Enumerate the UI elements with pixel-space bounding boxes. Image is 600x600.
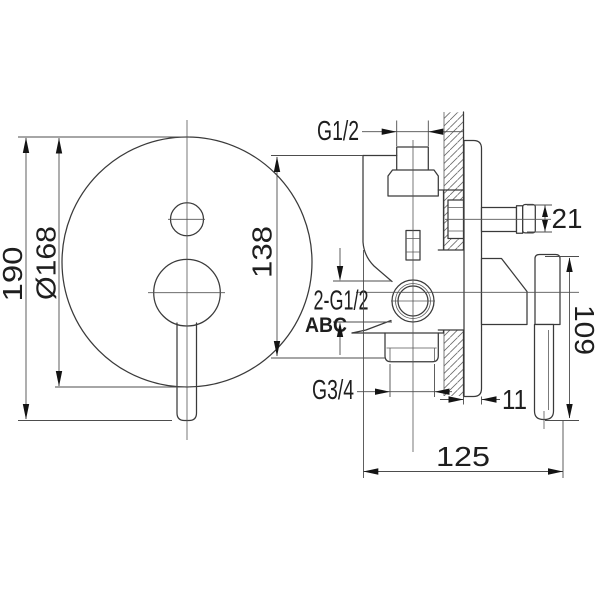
bottom-port xyxy=(384,332,439,363)
diverter-knob-side xyxy=(480,203,536,234)
dimension-label-bottom-outlet: G3/4 xyxy=(312,374,354,405)
dimension-handle: 109 xyxy=(545,256,600,421)
dimension-plate-diameter: Ø168 xyxy=(30,138,63,387)
dimension-label-body-height: 138 xyxy=(246,226,277,278)
trim-parts xyxy=(463,139,561,421)
escutcheon-plate-side xyxy=(463,139,483,398)
lever-grip-side xyxy=(533,323,555,421)
dimension-knob: 21 xyxy=(527,203,583,234)
body-left-edge xyxy=(362,154,393,283)
dimension-label-inlets: 2-G1/2 xyxy=(314,285,369,316)
dimension-label-plate-depth: 11 xyxy=(502,384,527,415)
lever-sleeve-side xyxy=(534,253,561,326)
dimension-label-knob: 21 xyxy=(552,203,583,234)
top-pipe xyxy=(396,146,429,171)
dimension-plate-height: 190 xyxy=(0,137,30,420)
dimension-label-handle: 109 xyxy=(569,305,600,355)
front-view xyxy=(61,120,313,440)
dimension-plate-depth: 11 xyxy=(440,384,527,415)
lever-hub-side xyxy=(480,257,528,326)
watermark-text: ABC xyxy=(305,314,347,337)
dimension-inlets: 2-G1/2 ABC xyxy=(305,248,392,355)
dimension-label-plate-diameter: Ø168 xyxy=(30,226,61,300)
dimension-top-outlet: G1/2 xyxy=(317,115,464,146)
dimension-total-depth: 125 xyxy=(363,250,564,478)
dimension-label-plate-height: 190 xyxy=(0,247,28,302)
dimensions: 190 Ø168 138 G1/2 2-G xyxy=(0,115,600,478)
dimension-body-height: 138 xyxy=(246,155,385,359)
dimension-label-total-depth: 125 xyxy=(436,441,490,472)
side-view xyxy=(351,111,579,452)
dimension-label-top-outlet: G1/2 xyxy=(317,115,359,146)
dimension-bottom-outlet: G3/4 xyxy=(312,364,452,405)
body-lower-left-edge xyxy=(351,319,392,334)
